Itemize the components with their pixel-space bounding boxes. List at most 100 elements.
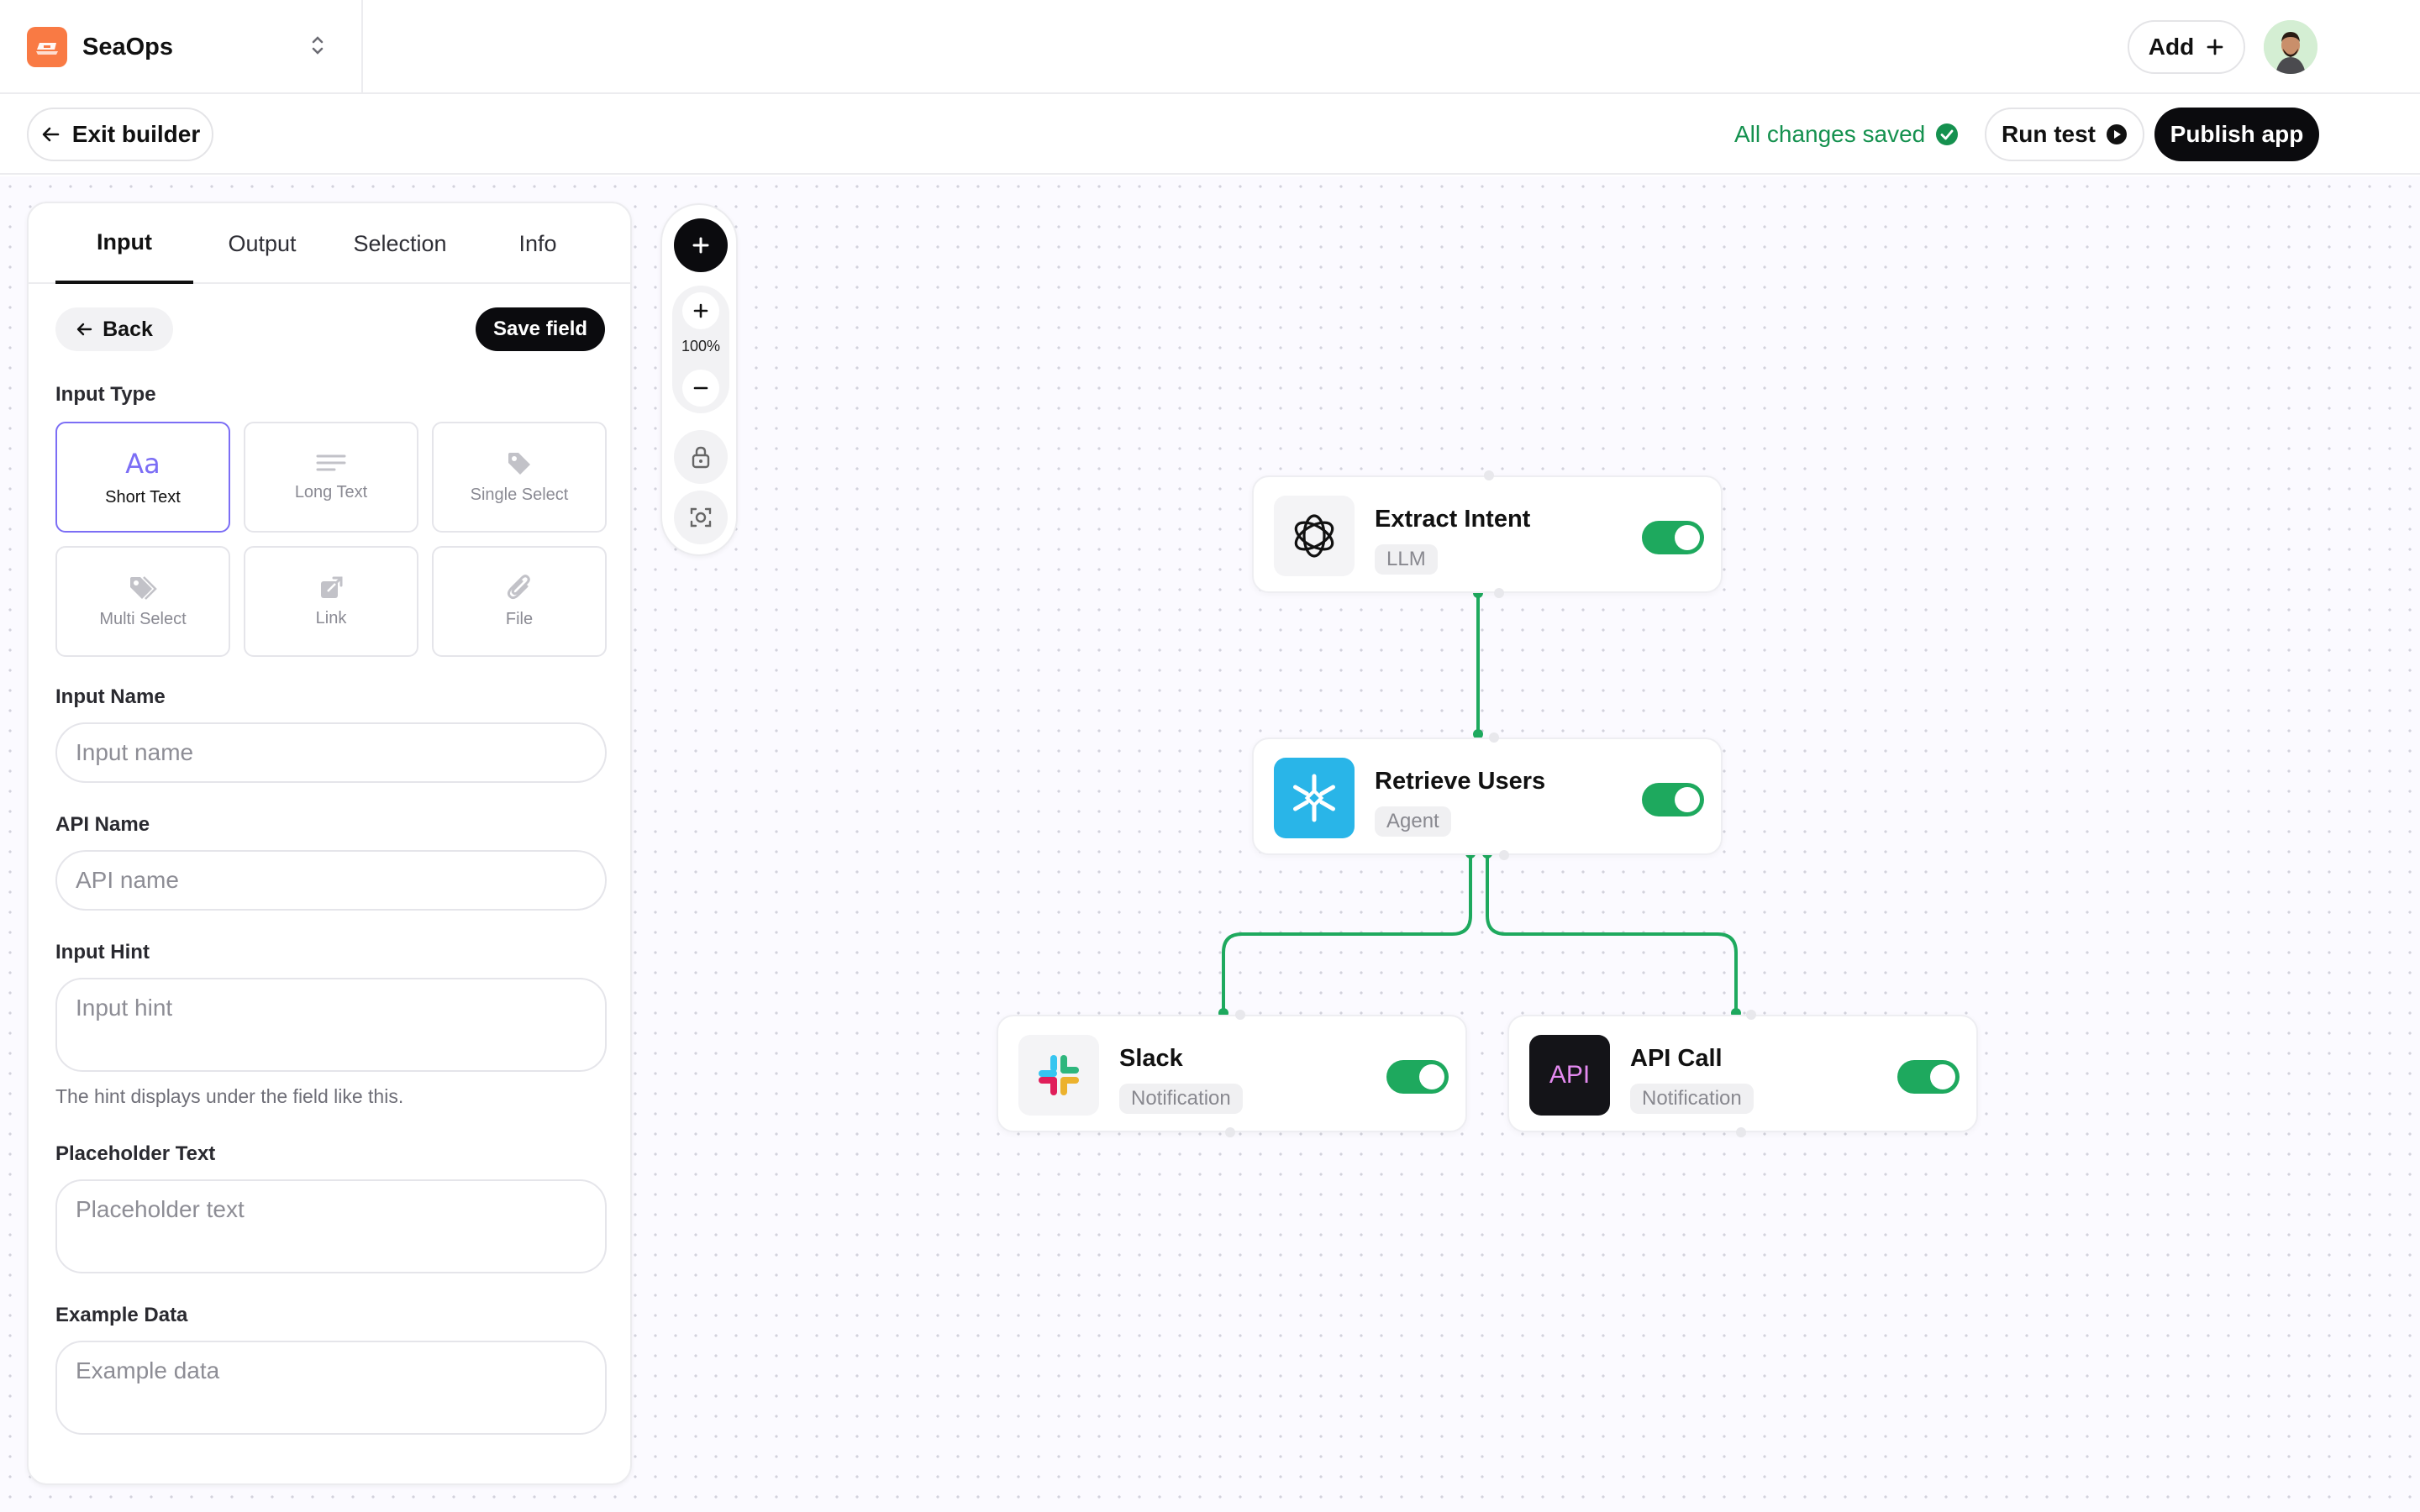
slack-icon	[1018, 1035, 1099, 1116]
node-type-badge: Notification	[1119, 1084, 1243, 1114]
snowflake-icon	[1274, 758, 1355, 838]
tag-icon	[508, 452, 530, 475]
node-port[interactable]	[1235, 1010, 1245, 1020]
exit-builder-label: Exit builder	[71, 121, 201, 147]
node-port[interactable]	[1494, 588, 1504, 598]
node-port[interactable]	[1746, 1010, 1756, 1020]
openai-icon	[1274, 496, 1355, 576]
tab-input[interactable]: Input	[55, 203, 193, 284]
input-type-short-text[interactable]: Aa Short Text	[55, 422, 230, 533]
toggle-knob	[1419, 1064, 1444, 1089]
node-retrieve-users[interactable]: Retrieve Users Agent	[1252, 732, 1723, 860]
placeholder-text-label: Placeholder Text	[55, 1142, 216, 1165]
add-label: Add	[2148, 34, 2195, 60]
node-title: API Call	[1630, 1045, 1723, 1072]
placeholder-text-field[interactable]: Placeholder text	[55, 1179, 607, 1273]
toggle-knob	[1675, 787, 1700, 812]
paperclip-icon	[507, 574, 530, 599]
add-node-button[interactable]	[674, 218, 728, 272]
plus-icon	[692, 237, 709, 254]
chevron-up-down-icon	[309, 32, 326, 63]
zoom-out-button[interactable]	[682, 370, 719, 407]
run-test-label: Run test	[2002, 121, 2096, 147]
save-field-button[interactable]: Save field	[476, 307, 605, 351]
fit-view-button[interactable]	[674, 491, 728, 544]
exit-builder-button[interactable]: Exit builder	[27, 108, 213, 161]
input-type-link[interactable]: Link	[244, 546, 418, 657]
arrow-left-icon	[76, 323, 92, 336]
node-api-call[interactable]: API API Call Notification	[1507, 1010, 1978, 1137]
node-slack[interactable]: Slack Notification	[997, 1010, 1467, 1137]
arrow-left-icon	[42, 127, 60, 142]
node-port[interactable]	[1489, 732, 1499, 743]
node-type-badge: LLM	[1375, 544, 1438, 575]
example-data-label: Example Data	[55, 1304, 188, 1326]
api-icon: API	[1529, 1035, 1610, 1116]
zoom-in-button[interactable]	[682, 292, 719, 329]
node-title: Retrieve Users	[1375, 768, 1546, 795]
zoom-controls: 100%	[672, 286, 729, 413]
text-aa-icon: Aa	[125, 447, 160, 480]
field-settings-panel: Input Output Selection Info Back Save fi…	[27, 202, 632, 1485]
input-type-label: Long Text	[294, 482, 368, 501]
node-port[interactable]	[1736, 1127, 1746, 1137]
node-extract-intent[interactable]: Extract Intent LLM	[1252, 470, 1723, 598]
input-type-label: Multi Select	[99, 609, 187, 628]
input-name-field[interactable]: Input name	[55, 722, 607, 783]
input-type-long-text[interactable]: Long Text	[244, 422, 418, 533]
node-port[interactable]	[1484, 470, 1494, 480]
node-enable-toggle[interactable]	[1386, 1060, 1449, 1094]
check-circle-icon	[1936, 123, 1959, 145]
play-circle-icon	[2107, 124, 2127, 144]
input-type-multi-select[interactable]: Multi Select	[55, 546, 230, 657]
builder-toolbar: Exit builder All changes saved Run test …	[0, 94, 2420, 175]
tags-icon	[130, 575, 157, 600]
panel-tabs: Input Output Selection Info	[29, 203, 630, 284]
save-status-text: All changes saved	[1734, 121, 1926, 147]
example-data-field[interactable]: Example data	[55, 1341, 607, 1435]
input-type-label: File	[505, 609, 534, 628]
node-enable-toggle[interactable]	[1642, 521, 1704, 554]
tab-info[interactable]: Info	[518, 230, 557, 256]
plus-icon	[2207, 39, 2223, 55]
avatar[interactable]	[2264, 20, 2317, 74]
add-button[interactable]: Add	[2128, 20, 2245, 74]
api-name-label: API Name	[55, 813, 150, 836]
fit-view-icon	[690, 507, 712, 528]
edge-retrieve-to-api	[1486, 853, 1738, 1013]
publish-app-button[interactable]: Publish app	[2154, 108, 2319, 161]
node-port[interactable]	[1225, 1127, 1235, 1137]
node-type-badge: Notification	[1630, 1084, 1754, 1114]
edge-dot	[1473, 729, 1483, 739]
api-icon-text: API	[1549, 1061, 1591, 1089]
input-type-file[interactable]: File	[432, 546, 607, 657]
tab-selection[interactable]: Selection	[353, 230, 447, 256]
input-hint-field[interactable]: Input hint	[55, 978, 607, 1072]
node-title: Extract Intent	[1375, 506, 1531, 533]
lock-canvas-button[interactable]	[674, 430, 728, 484]
input-hint-label: Input Hint	[55, 941, 150, 963]
input-hint-help: The hint displays under the field like t…	[55, 1085, 404, 1107]
edge-retrieve-to-slack	[1222, 853, 1472, 1013]
external-link-icon	[321, 576, 343, 598]
workspace-switcher[interactable]: SeaOps	[0, 0, 363, 94]
run-test-button[interactable]: Run test	[1985, 108, 2144, 161]
plus-icon	[693, 303, 708, 318]
node-type-badge: Agent	[1375, 806, 1451, 837]
node-enable-toggle[interactable]	[1642, 783, 1704, 816]
lock-icon	[692, 446, 710, 469]
input-name-label: Input Name	[55, 685, 166, 708]
top-bar: SeaOps Add	[0, 0, 2420, 94]
node-enable-toggle[interactable]	[1897, 1060, 1960, 1094]
back-label: Back	[103, 317, 153, 341]
back-button[interactable]: Back	[55, 307, 173, 351]
toggle-knob	[1930, 1064, 1955, 1089]
workspace-name: SeaOps	[82, 33, 173, 60]
input-type-label: Single Select	[470, 485, 569, 504]
tab-output[interactable]: Output	[228, 230, 297, 256]
input-type-single-select[interactable]: Single Select	[432, 422, 607, 533]
api-name-field[interactable]: API name	[55, 850, 607, 911]
node-port[interactable]	[1499, 850, 1509, 860]
zoom-level: 100%	[681, 338, 721, 354]
minus-icon	[693, 386, 708, 390]
